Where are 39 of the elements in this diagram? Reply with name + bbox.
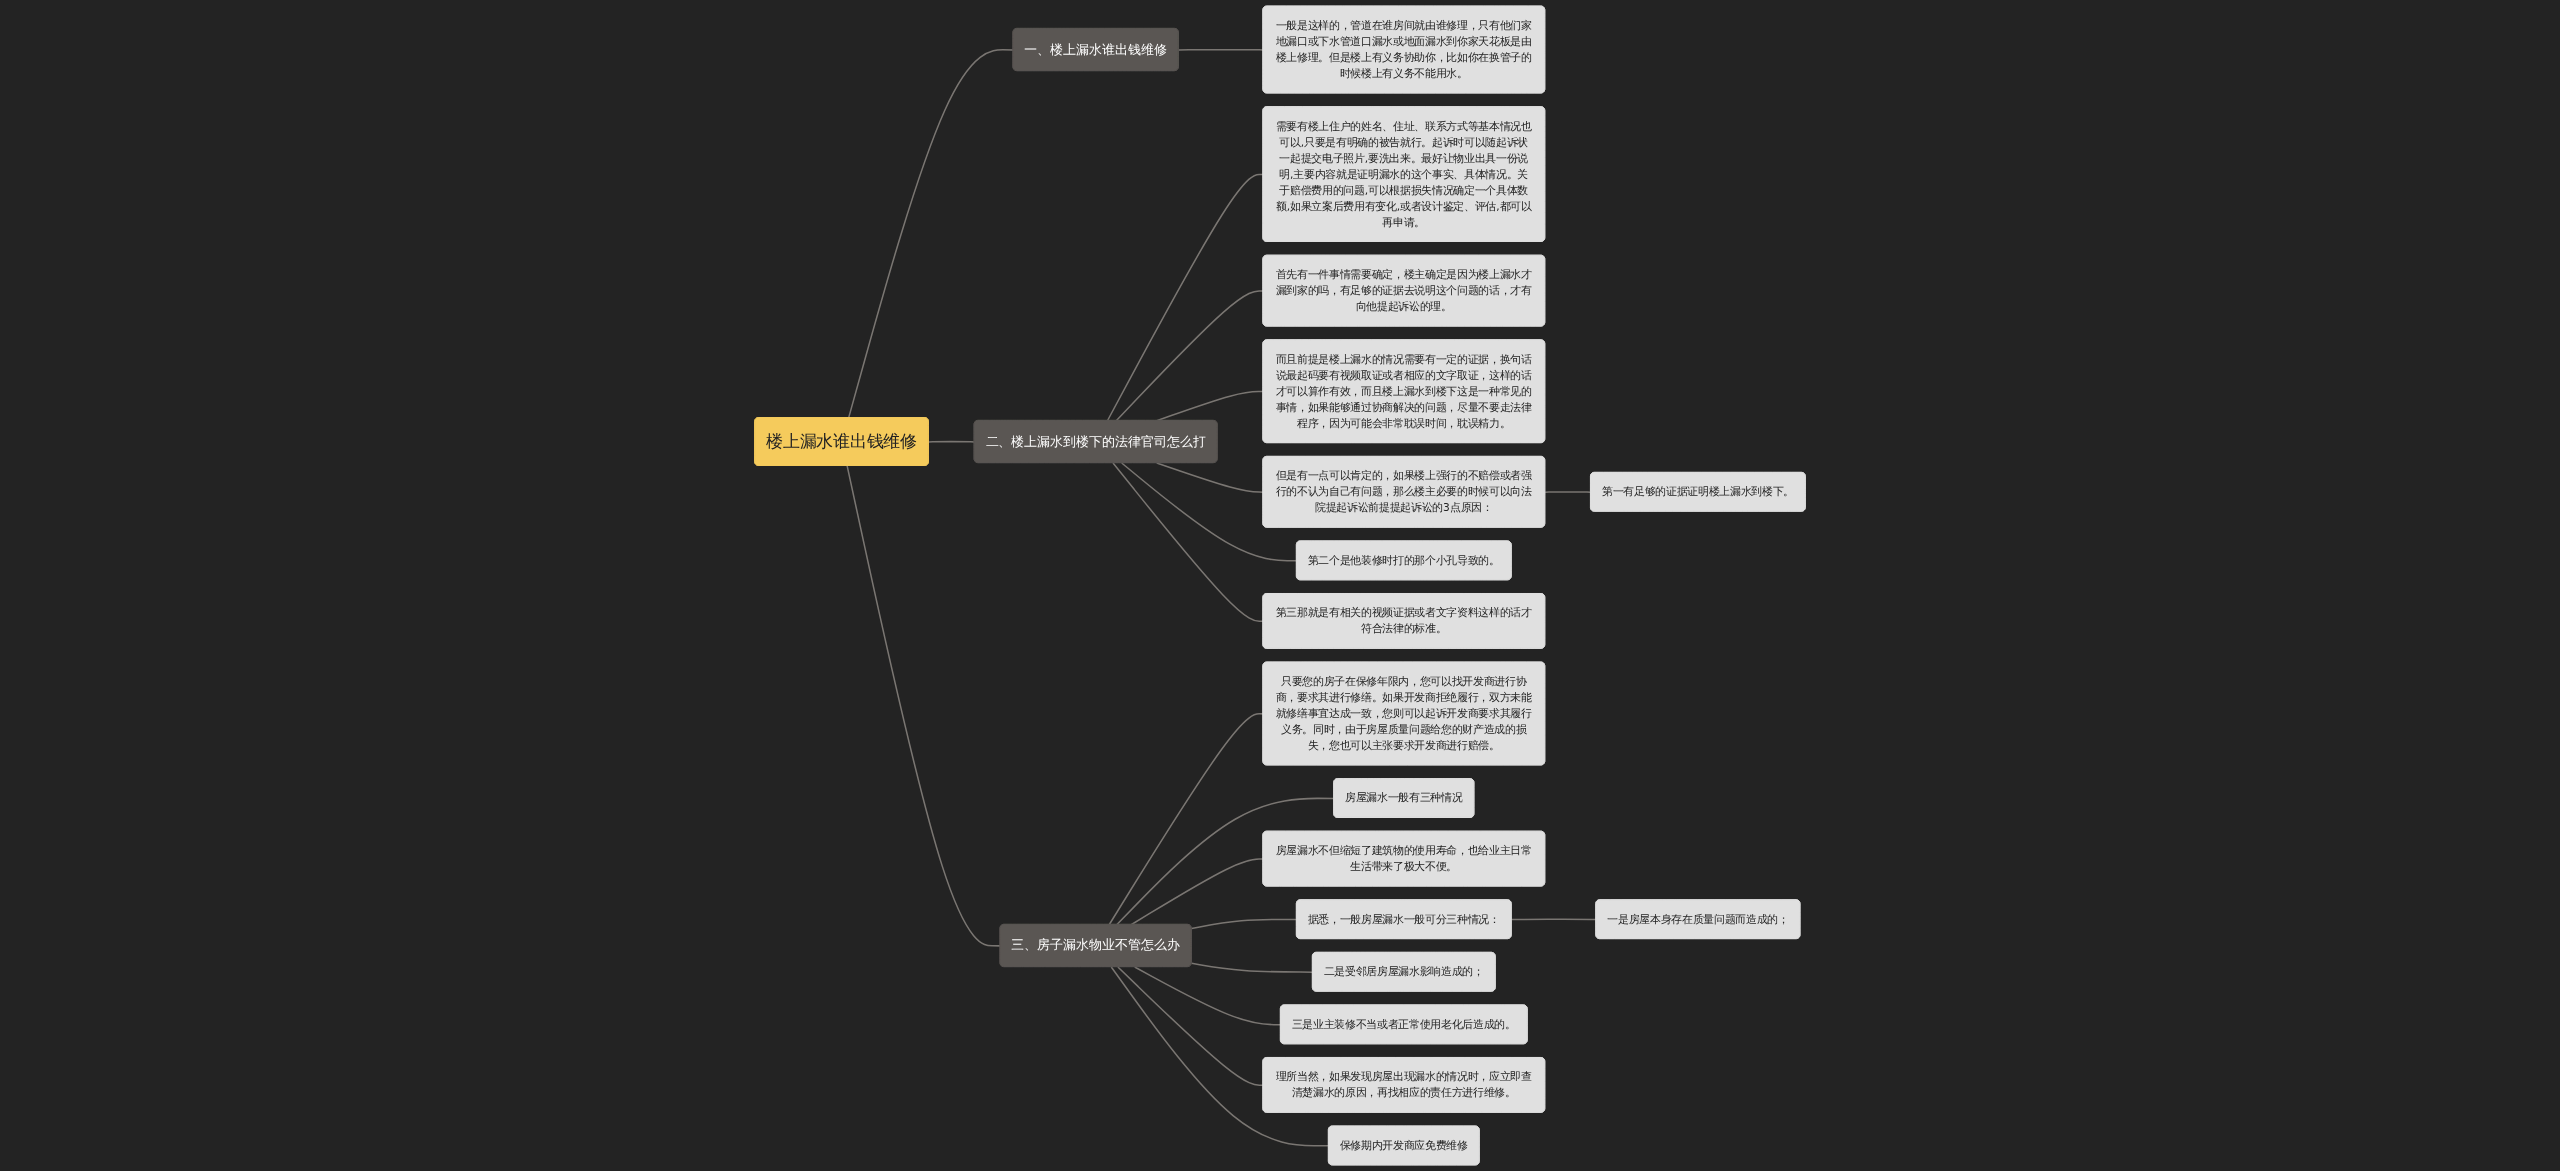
- topic-box: 一、楼上漏水谁出钱维修: [1012, 28, 1179, 72]
- note-box: 房屋漏水一般有三种情况: [1333, 778, 1475, 818]
- connector: [1544, 491, 1592, 493]
- connector: [1120, 462, 1298, 562]
- connector: [1110, 966, 1330, 1147]
- connector: [1106, 173, 1264, 422]
- note-box: 第二个是他装修时打的那个小孔导致的。: [1296, 540, 1512, 581]
- connector: [1112, 462, 1264, 623]
- connector: [846, 465, 1002, 947]
- topic-box: 二、楼上漏水到楼下的法律官司怎么打: [973, 420, 1218, 464]
- note-box: 三是业主装修不当或者正常使用老化后造成的。: [1280, 1004, 1528, 1045]
- connector: [1115, 290, 1264, 422]
- connector: [1108, 713, 1264, 926]
- connector: [1510, 918, 1597, 921]
- connector: [1133, 966, 1282, 1026]
- note-box: 第三那就是有相关的视频证据或者文字资料这样的话才符合法律的标准。: [1262, 593, 1546, 649]
- note-box: 据悉，一般房屋漏水一般可分三种情况：: [1296, 899, 1512, 939]
- note-box: 理所当然，如果发现房屋出现漏水的情况时，应立即查清楚漏水的原因，再找相应的责任方进行维修。: [1262, 1057, 1546, 1113]
- note-box: 但是有一点可以肯定的，如果楼上强行的不赔偿或者强行的不认为自己有问题，那么楼主必要的时候可以向法院提起诉讼前提提起诉讼的3点原因：: [1262, 456, 1546, 528]
- note-box: 而且前提是楼上漏水的情况需要有一定的证据，换句话说最起码要有视频取证或者相应的文字取证，这样的话才可以算作有效，而且楼上漏水到楼下这是一种常见的事情，如果能够通过协商解决的问题，尽量不要走法律程序，因为可能会非常耽误时间，耽误精力。: [1262, 339, 1546, 444]
- connector: [1190, 962, 1314, 973]
- note-box: 首先有一件事情需要确定，楼主确定是因为楼上漏水才漏到家的吗，有足够的证据去说明这个问题的话，才有向他提起诉讼的理。: [1262, 254, 1546, 327]
- note-box: 二是受邻居房屋漏水影响造成的；: [1312, 951, 1496, 992]
- connector: [1117, 966, 1264, 1087]
- note-box: 只要您的房子在保修年限内，您可以找开发商进行协商，要求其进行修缮。如果开发商拒绝履行，双方未能就修缮事宜达成一致，您则可以起诉开发商要求其履行义务。同时，由于房屋质量问题给您的财产造成的损失，您也可以主张要求开发商进行赔偿。: [1262, 661, 1546, 766]
- connector: [1177, 48, 1264, 51]
- note-box: 房屋漏水不但缩短了建筑物的使用寿命，也给业主日常生活带来了极大不便。: [1262, 830, 1546, 887]
- note-box: 保修期内开发商应免费维修: [1328, 1125, 1480, 1166]
- connector: [1190, 918, 1298, 930]
- note-box: 需要有楼上住户的姓名、住址、联系方式等基本情况也可以,只要是有明确的被告就行。起诉时可以随起诉状一起提交电子照片,要洗出来。最好让物业出具一份说明,主要内容就是证明漏水的这个事实、具体情况。关于赔偿费用的问题,可以根据损失情况确定一个具体数额,如果立案后费用有变化,或者设计鉴定、评估,都可以再申请。: [1262, 106, 1546, 242]
- connector: [928, 440, 976, 443]
- central-topic: 楼上漏水谁出钱维修: [754, 417, 929, 466]
- connector: [1155, 462, 1264, 493]
- note-box: 第一有足够的证据证明楼上漏水到楼下。: [1590, 472, 1806, 512]
- connector: [1115, 797, 1335, 926]
- connector: [1130, 858, 1264, 926]
- note-box: 一是房屋本身存在质量问题而造成的；: [1595, 899, 1801, 939]
- topic-box: 三、房子漏水物业不管怎么办: [999, 923, 1192, 967]
- note-box: 一般是这样的，管道在谁房间就由谁修理，只有他们家地漏口或下水管道口漏水或地面漏水到你家天花板是由楼上修理。但是楼上有义务协助你，比如你在换管子的时候楼上有义务不能用水。: [1262, 5, 1546, 94]
